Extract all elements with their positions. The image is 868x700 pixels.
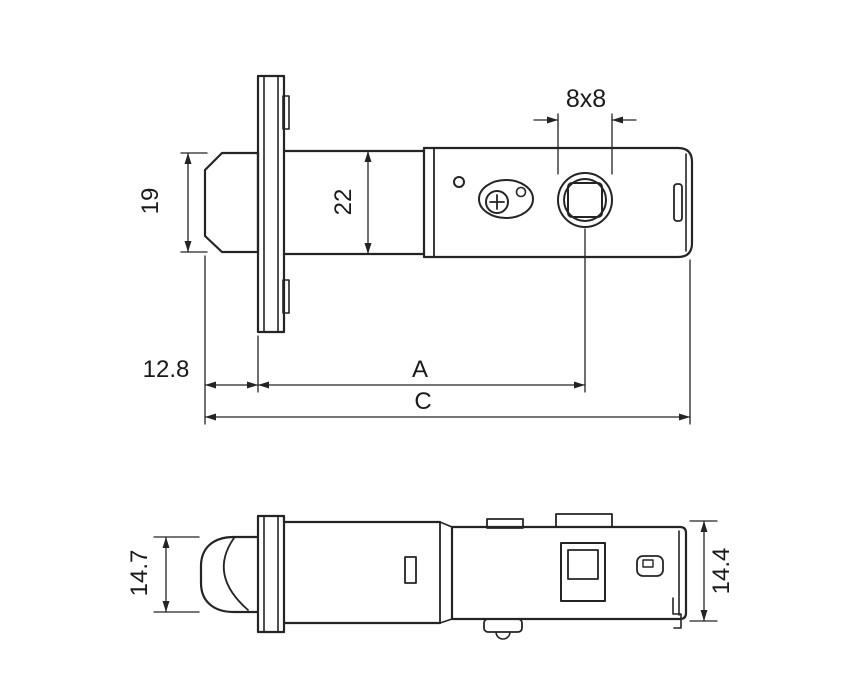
side-view-dimensions [180, 113, 691, 425]
case-height-dim-label: 22 [330, 188, 357, 216]
latch-tube-plan [282, 520, 453, 625]
latch-case-plan [450, 513, 688, 640]
top-block [555, 513, 613, 528]
case-thickness-dim-label: 14.4 [708, 547, 735, 595]
faceplate-side [256, 74, 290, 334]
bottom-tab [483, 618, 523, 640]
bolt-height-dim-label: 19 [137, 187, 164, 215]
case-slot [673, 183, 683, 222]
faceplate-offset-dim-label: 12.8 [142, 356, 190, 383]
plan-view-dimensions [153, 520, 718, 622]
latch-bolt-plan [199, 535, 260, 614]
clip [636, 555, 664, 577]
screw-oval [478, 179, 534, 219]
backset-dim-label: A [411, 356, 428, 383]
spindle-hub [560, 542, 606, 602]
plan-view [199, 513, 688, 640]
spring-hook [672, 597, 682, 629]
overall-length-dim-label: C [414, 388, 432, 415]
latch-bolt-side [203, 151, 260, 254]
side-view [203, 74, 694, 334]
faceplate-plan [256, 514, 286, 634]
top-tab [486, 518, 524, 529]
spindle-hole [557, 172, 613, 228]
bolt-thickness-dim-label: 14.7 [126, 549, 153, 597]
pin-hole [453, 176, 465, 188]
latch-tube-side [282, 149, 426, 256]
latch-case-side [422, 146, 694, 259]
spindle-square-dim-label: 8x8 [565, 85, 607, 113]
